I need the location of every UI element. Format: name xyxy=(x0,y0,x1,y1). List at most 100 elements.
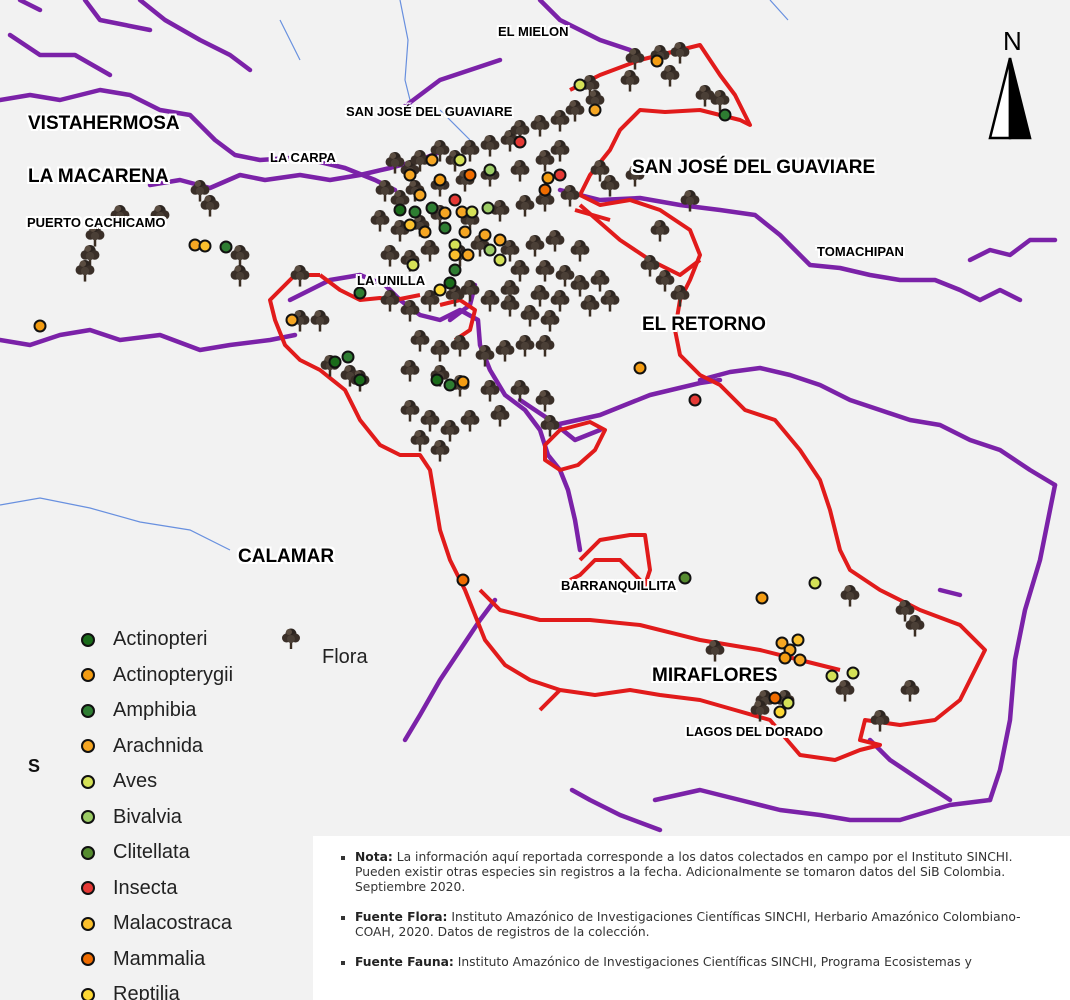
fauna-point[interactable] xyxy=(493,253,507,267)
place-label-el-retorno: EL RETORNO xyxy=(642,314,766,335)
fauna-point[interactable] xyxy=(353,373,367,387)
note-item: Fuente Fauna: Instituto Amazónico de Inv… xyxy=(355,955,1060,970)
fauna-point[interactable] xyxy=(448,263,462,277)
fauna-point[interactable] xyxy=(430,373,444,387)
fauna-point[interactable] xyxy=(461,248,475,262)
fauna-point[interactable] xyxy=(418,225,432,239)
legend-item: Reptilia xyxy=(75,977,233,1000)
place-label-puerto-cachicamo: PUERTO CACHICAMO xyxy=(27,215,166,230)
tree-icon xyxy=(670,42,690,64)
tree-icon xyxy=(550,110,570,132)
fauna-point[interactable] xyxy=(465,205,479,219)
legend-label: Aves xyxy=(113,770,158,793)
tree-icon xyxy=(620,70,640,92)
fauna-point[interactable] xyxy=(678,571,692,585)
fauna-point[interactable] xyxy=(33,319,47,333)
fauna-point[interactable] xyxy=(513,135,527,149)
fauna-point[interactable] xyxy=(285,313,299,327)
tree-icon xyxy=(230,245,250,267)
fauna-point[interactable] xyxy=(463,168,477,182)
fauna-point[interactable] xyxy=(775,636,789,650)
legend-dot-icon xyxy=(81,810,95,825)
fauna-point[interactable] xyxy=(393,203,407,217)
fauna-point[interactable] xyxy=(433,283,447,297)
fauna-point[interactable] xyxy=(650,54,664,68)
fauna-point[interactable] xyxy=(633,361,647,375)
fauna-point[interactable] xyxy=(478,228,492,242)
fauna-point[interactable] xyxy=(718,108,732,122)
fauna-point[interactable] xyxy=(846,666,860,680)
legend-label: Actinopteri xyxy=(113,628,208,651)
note-title: Nota: xyxy=(355,850,393,864)
fauna-point[interactable] xyxy=(793,653,807,667)
note-text: Instituto Amazónico de Investigaciones C… xyxy=(355,910,1021,939)
streams xyxy=(0,0,789,551)
fauna-point[interactable] xyxy=(453,153,467,167)
tree-icon xyxy=(410,330,430,352)
fauna-point[interactable] xyxy=(778,651,792,665)
legend-item: Mammalia xyxy=(75,942,233,978)
fauna-point[interactable] xyxy=(403,218,417,232)
fauna-point[interactable] xyxy=(493,233,507,247)
fauna-point[interactable] xyxy=(483,163,497,177)
legend-dot-icon xyxy=(81,632,95,647)
legend-item: Amphibia xyxy=(75,693,233,729)
fauna-point[interactable] xyxy=(443,276,457,290)
fauna-point[interactable] xyxy=(768,691,782,705)
fauna-point[interactable] xyxy=(406,258,420,272)
fauna-point[interactable] xyxy=(573,78,587,92)
fauna-point[interactable] xyxy=(433,173,447,187)
fauna-point[interactable] xyxy=(791,633,805,647)
tree-icon xyxy=(400,400,420,422)
fauna-point[interactable] xyxy=(825,669,839,683)
fauna-point[interactable] xyxy=(755,591,769,605)
legend-item: Malacostraca xyxy=(75,906,233,942)
place-label-calamar: CALAMAR xyxy=(238,546,335,567)
tree-icon xyxy=(600,175,620,197)
tree-icon xyxy=(570,240,590,262)
fauna-point[interactable] xyxy=(456,573,470,587)
fauna-point[interactable] xyxy=(219,240,233,254)
fauna-point[interactable] xyxy=(773,705,787,719)
fauna-point[interactable] xyxy=(403,168,417,182)
fauna-point[interactable] xyxy=(781,696,795,710)
tree-icon xyxy=(560,185,580,207)
note-text: Instituto Amazónico de Investigaciones C… xyxy=(453,955,972,969)
legend-dot-icon xyxy=(81,739,95,754)
tree-icon xyxy=(660,65,680,87)
fauna-point[interactable] xyxy=(328,355,342,369)
fauna-point[interactable] xyxy=(483,243,497,257)
fauna-point[interactable] xyxy=(425,201,439,215)
fauna-point[interactable] xyxy=(538,183,552,197)
fauna-point[interactable] xyxy=(438,206,452,220)
fauna-point[interactable] xyxy=(588,103,602,117)
fauna-point[interactable] xyxy=(448,193,462,207)
fauna-point[interactable] xyxy=(425,153,439,167)
fauna-point[interactable] xyxy=(541,171,555,185)
tree-icon xyxy=(440,420,460,442)
fauna-point[interactable] xyxy=(448,248,462,262)
fauna-point[interactable] xyxy=(408,205,422,219)
legend-item: Bivalvia xyxy=(75,800,233,836)
legend-item: Insecta xyxy=(75,871,233,907)
place-label-lagos-del-dorado: LAGOS DEL DORADO xyxy=(686,724,823,739)
fauna-point[interactable] xyxy=(553,168,567,182)
fauna-point[interactable] xyxy=(341,350,355,364)
fauna-point[interactable] xyxy=(438,221,452,235)
tree-icon xyxy=(410,430,430,452)
fauna-point[interactable] xyxy=(413,188,427,202)
tree-icon xyxy=(640,255,660,277)
fauna-point[interactable] xyxy=(458,225,472,239)
fauna-point[interactable] xyxy=(443,378,457,392)
tree-icon xyxy=(282,628,300,649)
fauna-point[interactable] xyxy=(456,375,470,389)
fauna-point[interactable] xyxy=(353,286,367,300)
tree-icon xyxy=(400,360,420,382)
fauna-point[interactable] xyxy=(808,576,822,590)
tree-icon xyxy=(550,290,570,312)
fauna-point[interactable] xyxy=(481,201,495,215)
fauna-point[interactable] xyxy=(198,239,212,253)
fauna-point[interactable] xyxy=(688,393,702,407)
tree-icon xyxy=(200,195,220,217)
